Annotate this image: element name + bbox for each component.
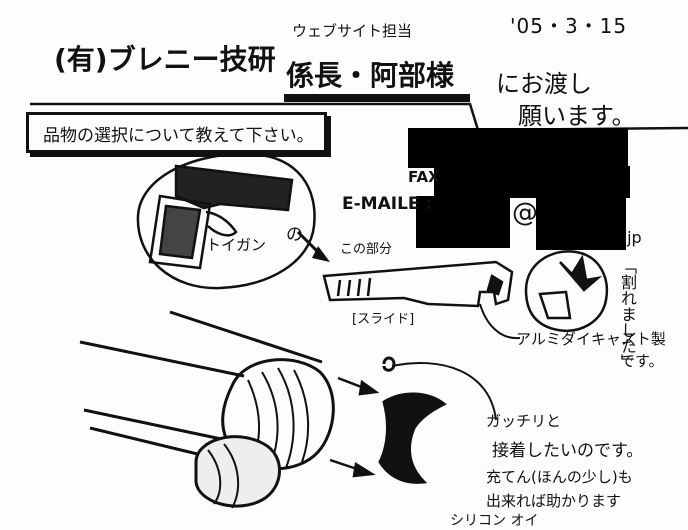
helps-line: 出来れば助かります — [486, 492, 622, 510]
addressee-underline — [284, 94, 470, 102]
particle-no: の — [286, 225, 303, 245]
this-part-label: この部分 — [340, 242, 393, 257]
tube-top-line — [79, 340, 245, 378]
broken-label: 「割れました」 — [618, 258, 637, 370]
tube-lower-hatch — [207, 443, 240, 509]
gun-trigger — [205, 210, 238, 237]
department: ウェブサイト担当 — [292, 22, 413, 40]
deliver-line-1: にお渡し — [496, 70, 592, 98]
bond-leader — [391, 362, 497, 421]
bottom-cut-text: シリコン オイ — [450, 513, 539, 529]
crack-piece — [538, 290, 572, 320]
tube-sketch — [79, 310, 335, 509]
slide-outline — [322, 260, 514, 308]
crack-burst — [559, 254, 603, 292]
slide-label: [スライド] — [352, 312, 415, 327]
motion-arrows — [329, 376, 380, 478]
note-date: '05・3・15 — [510, 14, 628, 38]
gun-slide — [174, 164, 294, 212]
slide-broken-area — [486, 274, 504, 296]
company-name: (有)ブレニー技研 — [54, 43, 276, 76]
tube-bottom-line — [83, 408, 227, 442]
deliver-line-2: 願います。 — [518, 102, 636, 130]
arrow-upper — [337, 376, 365, 390]
fax-label: FAX — [408, 168, 440, 186]
want-line-1: ガッチリと — [486, 412, 562, 430]
email-tld: .jp — [622, 228, 642, 247]
redaction-blocks — [408, 128, 630, 250]
pointer-arrowhead — [312, 246, 330, 262]
toy-gun-label: トイガン — [206, 236, 267, 254]
gun-grip — [148, 194, 212, 270]
tube-hatch — [247, 367, 310, 469]
gun-grip-panel — [158, 204, 202, 260]
gun-circle — [136, 152, 316, 290]
arrow-upper-head — [358, 379, 380, 396]
gun-sketch — [136, 152, 316, 290]
crack-circle — [524, 250, 609, 332]
request-box: 品物の選択について教えて下さい。 — [26, 112, 327, 153]
fragment-sketch — [378, 356, 447, 484]
redaction-fax — [434, 166, 630, 198]
tube-top-line-2 — [169, 310, 323, 364]
redaction-name — [408, 128, 628, 168]
slide-part — [322, 260, 514, 308]
slide-serrations — [336, 277, 372, 297]
fragment-outline — [378, 392, 447, 484]
addressee: 係長・阿部様 — [286, 59, 455, 92]
crack-detail — [524, 250, 609, 332]
want-line-2: 接着したいのです。 — [492, 441, 644, 461]
fill-line: 充てん(ほんの少し)も — [486, 468, 633, 486]
tube-bottom-line-2 — [89, 426, 215, 460]
email-at-sign: @ — [512, 198, 538, 228]
arrow-lower-head — [352, 461, 376, 478]
fragment-swirl — [382, 356, 396, 372]
redaction-email-domain — [536, 196, 626, 250]
desu-label: です。 — [620, 352, 664, 370]
aluminum-leader — [479, 303, 521, 340]
redaction-email-user — [416, 196, 510, 248]
email-label: E-MAILE : — [342, 194, 433, 214]
aluminum-label: アルミダイキャスト製 — [516, 330, 666, 348]
